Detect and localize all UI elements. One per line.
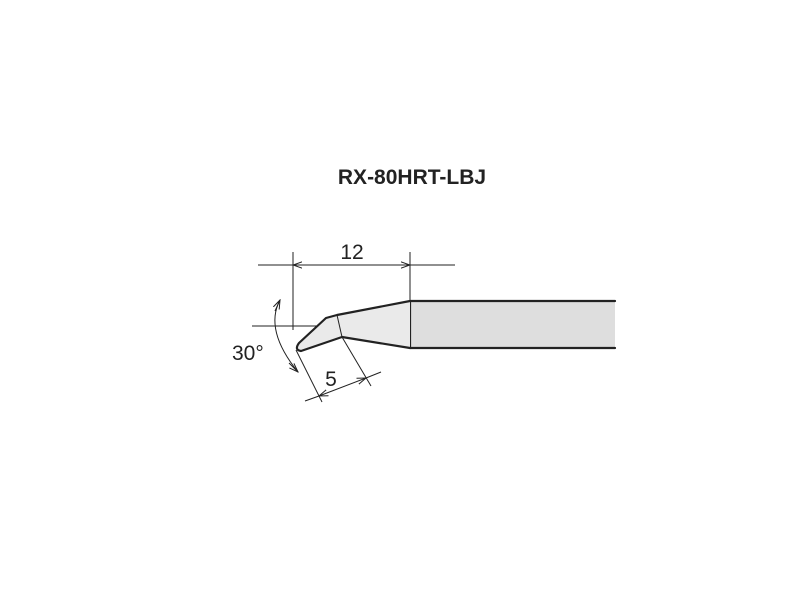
- angle-arrow-bottom: [288, 362, 298, 372]
- tip-length-tail-b: [365, 371, 382, 379]
- shaft-body: [410, 301, 615, 348]
- tip-outline: [295, 299, 412, 353]
- tip-length-label: 5: [325, 368, 337, 391]
- diagram-title: RX-80HRT-LBJ: [338, 166, 486, 189]
- tip-extension-line-b: [341, 336, 372, 387]
- angle-label: 30°: [232, 342, 264, 365]
- tip-extension-line-a: [295, 349, 323, 403]
- tip-length-dimension-line: [319, 378, 366, 396]
- overall-length-label: 12: [340, 241, 363, 264]
- angle-arrow-top: [275, 300, 280, 312]
- tip-length-tail-a: [304, 395, 320, 402]
- angle-arc: [274, 299, 299, 373]
- tip-body: [296, 301, 410, 351]
- tip-facet-line: [336, 314, 343, 338]
